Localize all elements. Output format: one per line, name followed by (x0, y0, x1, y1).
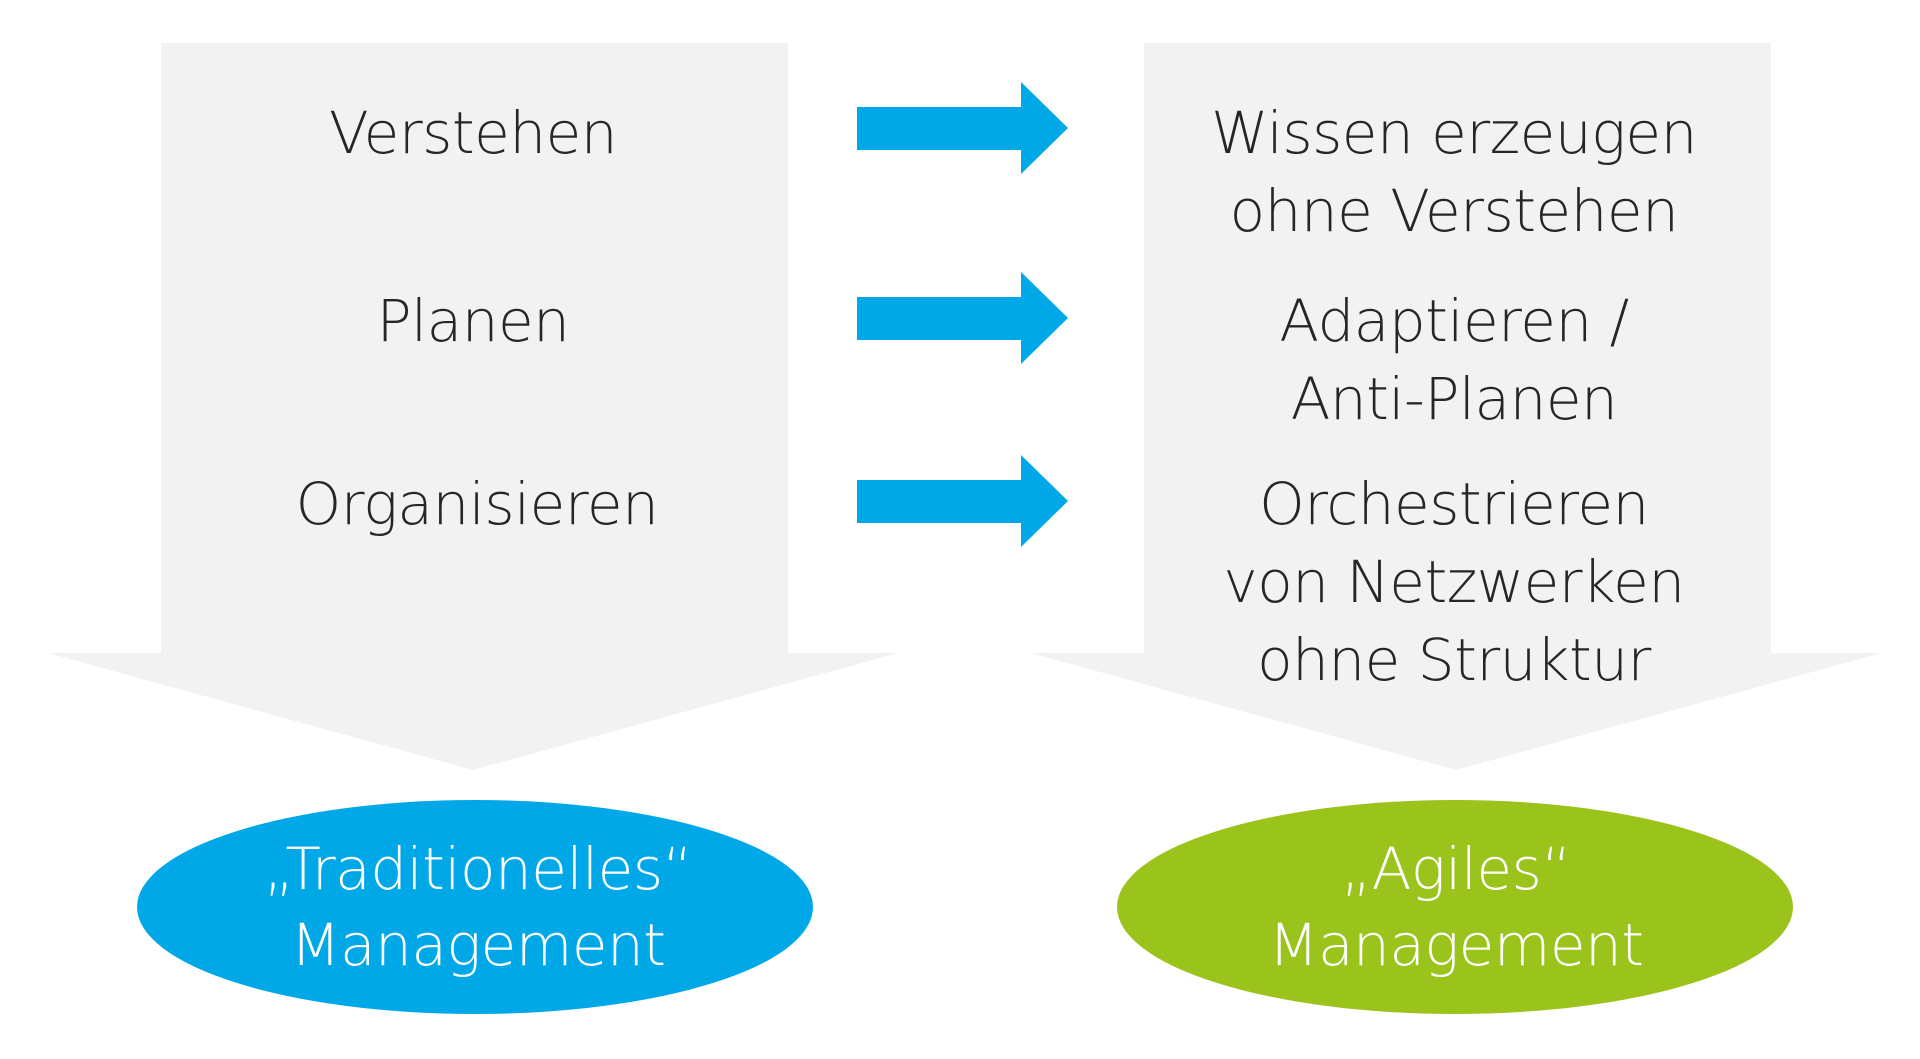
right-item-knowledge: Wissen erzeugen ohne Verstehen (1211, 99, 1697, 245)
arrow-right-1 (857, 82, 1068, 174)
right-down-arrow-panel (1031, 43, 1881, 770)
right-item-orchestrate: Orchestrieren von Netzwerken ohne Strukt… (1223, 470, 1685, 694)
agile-ellipse (1117, 800, 1793, 1014)
left-item-plan: Planen (376, 287, 570, 355)
left-item-understand: Verstehen (328, 99, 618, 167)
arrow-right-2 (857, 272, 1068, 364)
traditional-management-label: „Traditionelles“ Management (263, 835, 693, 979)
right-item-adapt: Adaptieren / Anti-Planen (1279, 287, 1629, 433)
agile-management-label: „Agiles“ Management (1268, 835, 1644, 979)
left-item-organize: Organisieren (295, 470, 659, 538)
left-down-arrow-panel (48, 43, 898, 770)
traditional-ellipse (137, 800, 813, 1014)
arrow-right-3 (857, 455, 1068, 547)
